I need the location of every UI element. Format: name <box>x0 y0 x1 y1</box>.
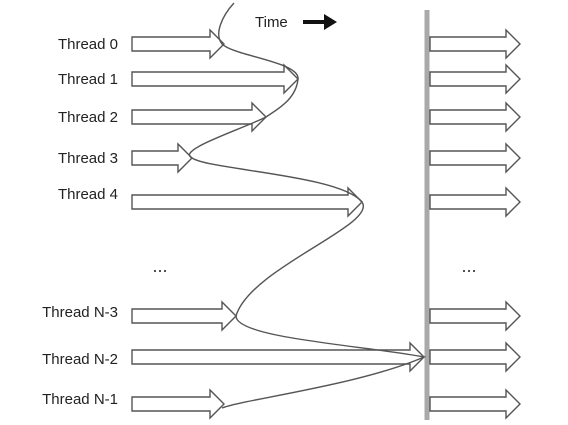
thread-n3-work-arrow <box>131 300 237 332</box>
thread-4-work-arrow <box>131 186 363 218</box>
thread-0-work-arrow <box>131 28 225 60</box>
thread-4-continue-arrow <box>429 186 521 218</box>
thread-2-work-arrow <box>131 101 267 133</box>
thread-label: Thread 0 <box>58 36 118 53</box>
thread-label: Thread 2 <box>58 109 118 126</box>
time-label: Time <box>255 14 288 31</box>
thread-n1-work-arrow <box>131 388 225 420</box>
thread-3-continue-arrow <box>429 142 521 174</box>
completion-time-curve <box>188 2 427 409</box>
thread-1-continue-arrow <box>429 63 521 95</box>
thread-1-work-arrow <box>131 63 299 95</box>
thread-label: Thread N-1 <box>42 391 118 408</box>
thread-3-work-arrow <box>131 142 193 174</box>
ellipsis-right: ... <box>461 256 476 276</box>
ellipsis-left: ... <box>152 256 167 276</box>
thread-label: Thread 4 <box>58 186 118 203</box>
thread-0-continue-arrow <box>429 28 521 60</box>
thread-n3-continue-arrow <box>429 300 521 332</box>
thread-n1-continue-arrow <box>429 388 521 420</box>
thread-n2-work-arrow <box>131 341 425 373</box>
thread-2-continue-arrow <box>429 101 521 133</box>
time-arrow-icon <box>303 14 337 30</box>
thread-label: Thread 1 <box>58 71 118 88</box>
thread-label: Thread 3 <box>58 150 118 167</box>
thread-label: Thread N-2 <box>42 351 118 368</box>
thread-n2-continue-arrow <box>429 341 521 373</box>
thread-label: Thread N-3 <box>42 304 118 321</box>
